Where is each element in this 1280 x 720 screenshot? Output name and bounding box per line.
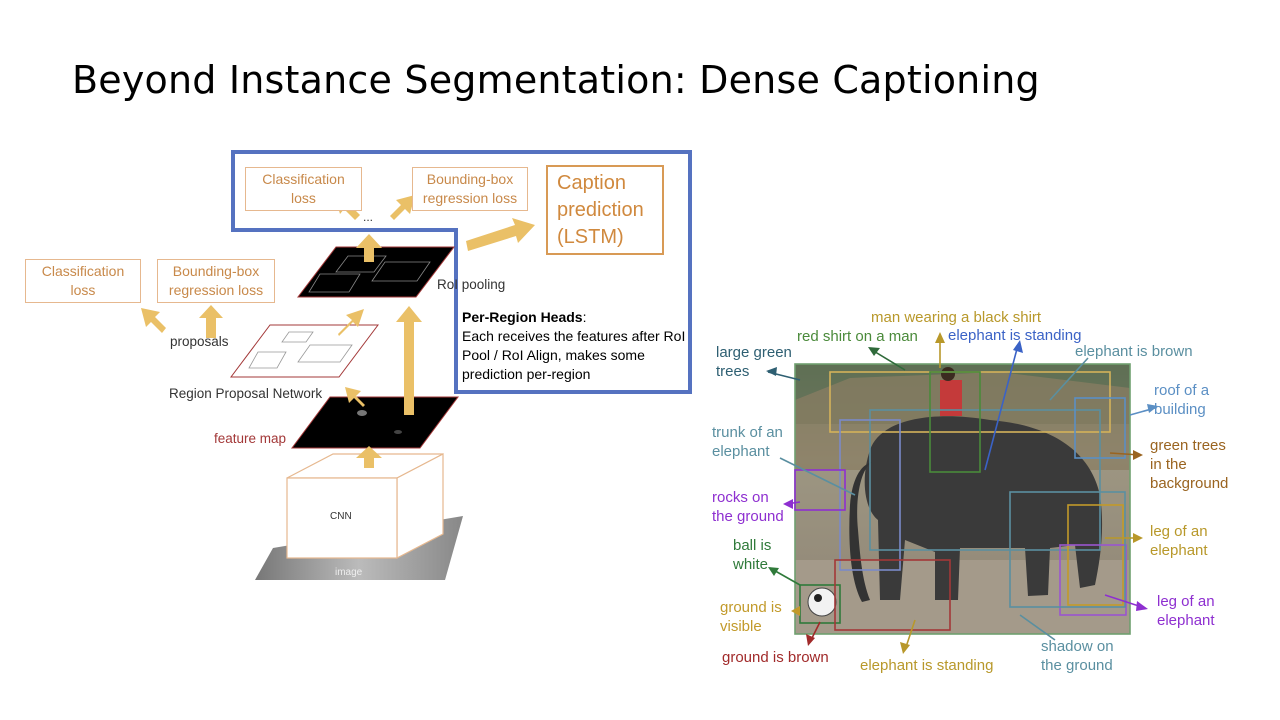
per-region-heads-text: Per-Region Heads: Each receives the feat…: [462, 308, 692, 384]
dense-caption-photo: [795, 364, 1130, 634]
caption-trunk-of-elephant: trunk of an elephant: [712, 423, 783, 461]
left-classification-loss-box: Classification loss: [25, 259, 141, 303]
caption-shadow-on-ground: shadow on the ground: [1041, 637, 1114, 675]
roi-pooling-label: RoI pooling: [437, 277, 505, 292]
caption-ground-is-visible: ground is visible: [720, 598, 782, 636]
feature-map-plane: [292, 397, 458, 448]
caption-elephant-is-standing-bottom: elephant is standing: [860, 656, 993, 675]
caption-ball-is-white: ball is white: [733, 536, 771, 574]
proposals-label: proposals: [170, 334, 229, 349]
caption-man-wearing-black-shirt: man wearing a black shirt: [871, 308, 1041, 327]
top-bbox-loss-label: Bounding-box regression loss: [423, 170, 517, 208]
caption-elephant-is-brown: elephant is brown: [1075, 342, 1193, 361]
caption-large-green-trees: large green trees: [716, 343, 792, 381]
caption-prediction-label: Caption prediction (LSTM): [557, 170, 644, 251]
left-bbox-loss-box: Bounding-box regression loss: [157, 259, 275, 303]
top-bbox-loss-box: Bounding-box regression loss: [412, 167, 528, 211]
left-classification-loss-label: Classification loss: [42, 262, 124, 300]
top-classification-loss-box: Classification loss: [245, 167, 362, 211]
left-bbox-loss-label: Bounding-box regression loss: [169, 262, 263, 300]
roi-features-plane: [298, 247, 454, 297]
caption-elephant-is-standing-top: elephant is standing: [948, 326, 1081, 345]
image-label: image: [335, 567, 363, 578]
per-region-heads-description: Each receives the features after RoI Poo…: [462, 328, 685, 382]
caption-leg-of-elephant-1: leg of an elephant: [1150, 522, 1208, 560]
caption-ground-is-brown: ground is brown: [722, 648, 829, 667]
caption-roof-of-building: roof of a building: [1154, 381, 1209, 419]
caption-rocks-on-ground: rocks on the ground: [712, 488, 784, 526]
caption-prediction-box: Caption prediction (LSTM): [546, 165, 664, 255]
ellipsis-label: ...: [363, 210, 373, 224]
top-classification-loss-label: Classification loss: [262, 170, 344, 208]
caption-red-shirt-on-man: red shirt on a man: [797, 327, 918, 346]
per-region-heads-title: Per-Region Heads: [462, 309, 583, 325]
rpn-label: Region Proposal Network: [169, 386, 322, 401]
caption-green-trees-background: green trees in the background: [1150, 436, 1228, 493]
cnn-label: CNN: [330, 511, 352, 522]
feature-map-label: feature map: [214, 431, 286, 446]
caption-leg-of-elephant-2: leg of an elephant: [1157, 592, 1215, 630]
